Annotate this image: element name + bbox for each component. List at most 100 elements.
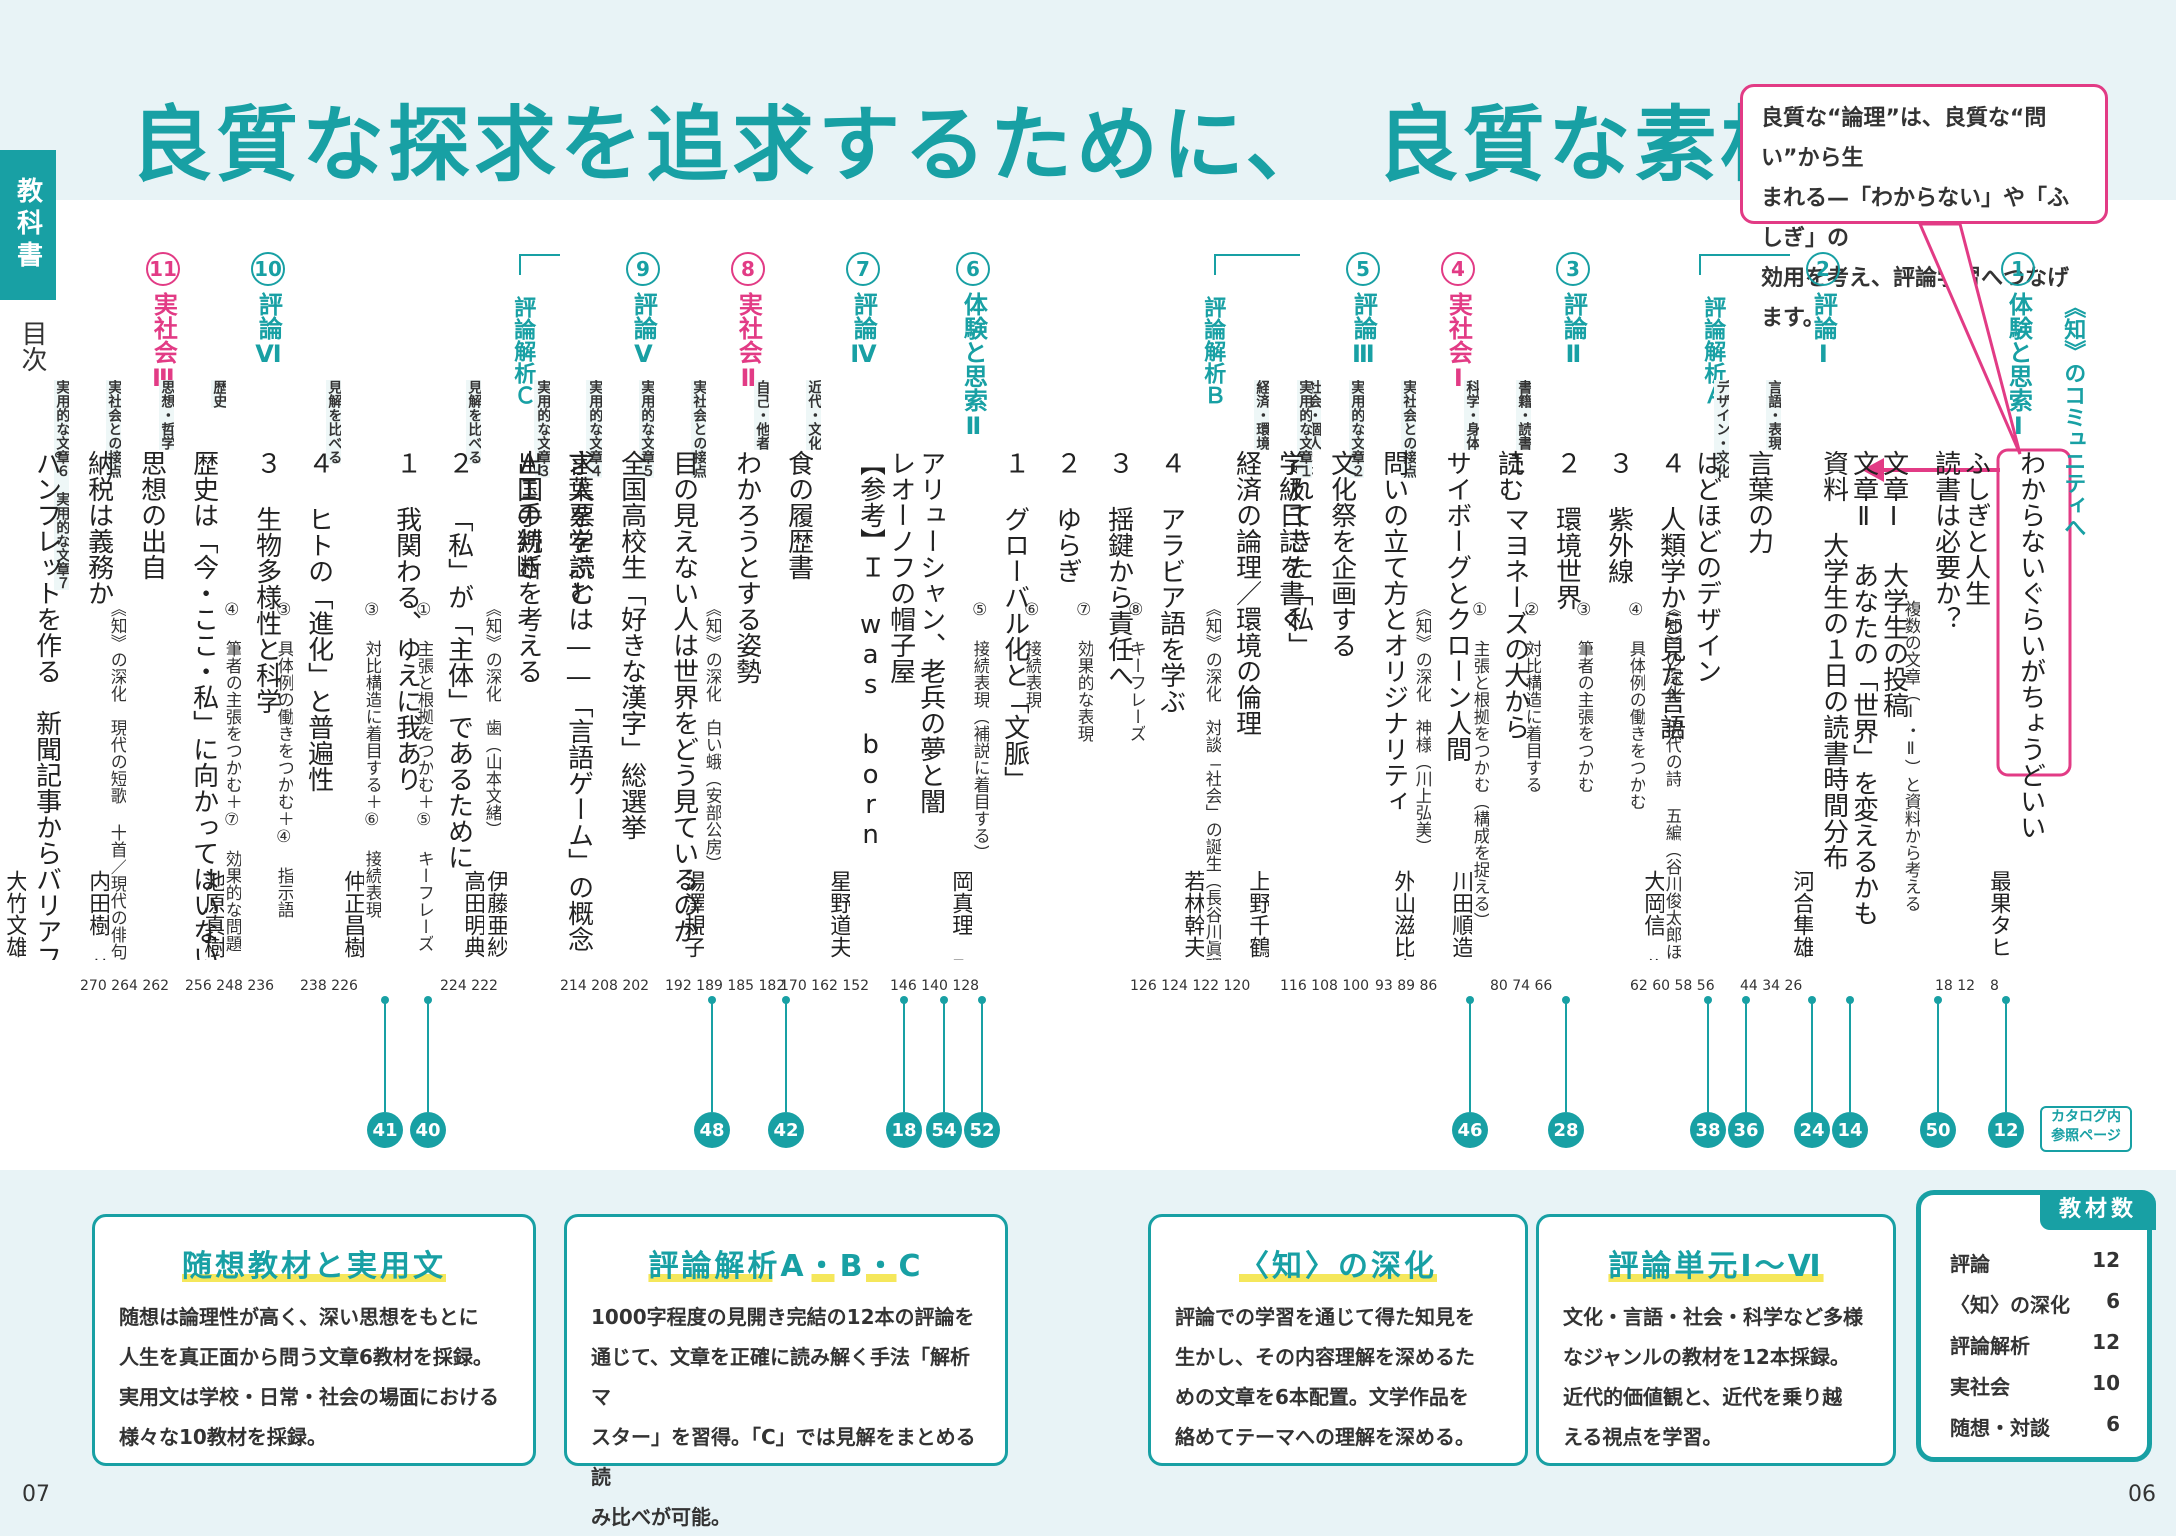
lesson-title[interactable]: 問いの立て方とオリジナリティ	[1379, 450, 1408, 814]
catalog-ref-line: カタログ内	[2051, 1109, 2121, 1125]
lesson-title[interactable]: アリューシャン、老兵の夢と闇	[916, 450, 945, 814]
section-title[interactable]: 《知》のコミュニティへ	[2060, 296, 2086, 538]
lesson-title[interactable]: 出国手続きを考える	[513, 450, 542, 684]
lesson-title[interactable]: 読書は必要か？	[1931, 450, 1960, 632]
catalog-page-badge[interactable]: 48	[694, 1112, 730, 1148]
catalog-page-badge[interactable]: 52	[964, 1112, 1000, 1148]
lesson-title[interactable]: ４ 人類学から見た言語	[1656, 450, 1685, 740]
lesson-title[interactable]: ２ ゆらぎ	[1052, 450, 1081, 584]
callout-arrowhead	[1862, 458, 1884, 482]
lesson-title[interactable]: 遅れてきた「私」	[1284, 450, 1313, 658]
catalog-anchor-dot	[1846, 996, 1854, 1004]
unit-title[interactable]: 評論Ⅱ	[1559, 292, 1588, 368]
unit-title[interactable]: 実社会Ⅲ	[149, 292, 178, 392]
count-value: 12	[2092, 1330, 2120, 1354]
section-title[interactable]: 評論解析Ｂ	[1200, 296, 1226, 406]
page-numbers: 93 89 86	[1375, 978, 1438, 994]
catalog-anchor-dot	[1808, 996, 1816, 1004]
unit-title[interactable]: 体験と思索Ⅰ	[2004, 292, 2033, 440]
lesson-title[interactable]: 読む	[1494, 450, 1523, 502]
tag-label: 実用的な文章２	[1349, 380, 1365, 478]
lesson-title[interactable]: はどほどのデザイン	[1692, 450, 1721, 684]
catalog-page-badge[interactable]: 28	[1548, 1112, 1584, 1148]
lesson-title[interactable]: 目の見えない人は世界をどう見ているのか	[669, 450, 698, 944]
unit-title[interactable]: 評論Ⅲ	[1349, 292, 1378, 368]
unit-number: 6	[956, 252, 990, 286]
catalog-page-badge[interactable]: 41	[367, 1112, 403, 1148]
page-numbers: 238 226	[300, 978, 358, 994]
unit-title[interactable]: 体験と思索Ⅱ	[959, 292, 988, 440]
catalog-page-badge[interactable]: 14	[1832, 1112, 1868, 1148]
catalog-anchor-dot	[978, 996, 986, 1004]
lesson-title[interactable]: 言葉の力	[1744, 450, 1773, 554]
lesson-title[interactable]: 思想の出自	[137, 450, 166, 580]
lesson-title[interactable]: ふしぎと人生	[1961, 450, 1990, 606]
unit-title[interactable]: 評論Ⅳ	[849, 292, 878, 368]
lesson-title[interactable]: 全国高校生「好きな漢字」総選挙	[617, 450, 646, 840]
catalog-page-badge[interactable]: 24	[1794, 1112, 1830, 1148]
catalog-page-badge[interactable]: 36	[1728, 1112, 1764, 1148]
lesson-title[interactable]: 文章Ⅰ 大学生の投稿	[1879, 450, 1908, 718]
lesson-title[interactable]: １ 我関わる、ゆえに我あり	[392, 450, 421, 792]
unit-title[interactable]: 評論Ⅴ	[629, 292, 658, 368]
catalog-page-badge[interactable]: 12	[1988, 1112, 2024, 1148]
lesson-title[interactable]: １ マヨネーズの大から	[1500, 450, 1529, 740]
unit-title[interactable]: 実社会Ⅰ	[1444, 292, 1473, 392]
section-title[interactable]: 評論解析Ｃ	[510, 296, 536, 406]
page-numbers: 224 222	[440, 978, 498, 994]
tag-label: 近代・文化	[806, 380, 822, 450]
author-names: 川田順造 中村桂子 大井玄 原研哉	[1448, 870, 1472, 960]
lesson-title[interactable]: 学級日誌を書く	[1275, 450, 1304, 632]
lesson-title[interactable]: ４ ヒトの「進化」と普遍性	[304, 450, 333, 792]
unit-title[interactable]: 評論Ⅵ	[254, 292, 283, 368]
lesson-note: ④ 筆者の主張をつかむ＋⑦ 効果的な問題	[222, 600, 241, 952]
lesson-title[interactable]: 経済の論理／環境の倫理	[1232, 450, 1261, 736]
lesson-title[interactable]: 食の履歴書	[784, 450, 813, 580]
lesson-title[interactable]: ３ 紫外線	[1604, 450, 1633, 584]
feature-text: 近代的価値観と、近代を乗り越	[1563, 1385, 1843, 1409]
lesson-title[interactable]: 文章Ⅱ あなたの「世界」を変えるかも	[1849, 450, 1878, 926]
lesson-title[interactable]: １ グローバル化と「文脈」	[1000, 450, 1029, 792]
lesson-title[interactable]: サイボーグとクローン人間	[1442, 450, 1471, 762]
lesson-title[interactable]: 納税は義務か	[84, 450, 113, 606]
lesson-title[interactable]: ４ アラビア語を学ぶ	[1156, 450, 1185, 714]
lesson-title[interactable]: 歴史は「今・ここ・私」に向かってはいない	[189, 450, 218, 960]
catalog-page-badge[interactable]: 46	[1452, 1112, 1488, 1148]
count-value: 12	[2092, 1248, 2120, 1272]
catalog-anchor-dot	[708, 996, 716, 1004]
page-numbers: 80 74 66	[1490, 978, 1553, 994]
lesson-title[interactable]: ３ 生物多様性と科学	[252, 450, 281, 714]
author-names: 大岡信 佐藤卓	[1640, 870, 1665, 960]
tag-label: 歴史	[211, 380, 227, 408]
catalog-page-badge[interactable]: 42	[768, 1112, 804, 1148]
lesson-title[interactable]: わからないぐらいがちょうどいい	[2016, 450, 2045, 840]
catalog-page-badge[interactable]: 38	[1690, 1112, 1726, 1148]
feature-box-essay: 随想教材と実用文 随想は論理性が高く、深い思想をもとに 人生を真正面から問う文章…	[92, 1214, 536, 1466]
author-names: 上野千鶴子	[1245, 870, 1270, 960]
lesson-title[interactable]: ３ 揺鍵から責任へ	[1104, 450, 1133, 688]
lesson-title[interactable]: ２ 環境世界	[1552, 450, 1581, 610]
unit-title[interactable]: 実社会Ⅱ	[734, 292, 763, 392]
catalog-page-badge[interactable]: 40	[410, 1112, 446, 1148]
catalog-page-badge[interactable]: 54	[926, 1112, 962, 1148]
count-value: 6	[2106, 1412, 2120, 1436]
unit-number: 7	[846, 252, 880, 286]
lesson-title[interactable]: 求人票を読む	[565, 450, 594, 606]
unit-title[interactable]: 評論Ⅰ	[1809, 292, 1838, 368]
lesson-title[interactable]: 資料 大学生の１日の読書時間分布	[1819, 450, 1848, 870]
author-names: 最果タヒ	[1986, 870, 2011, 958]
section-bracket	[1699, 254, 1790, 275]
lesson-title[interactable]: 言葉を学ぶとは——「言語ゲーム」の概念	[564, 450, 593, 952]
lesson-title[interactable]: レオーノフの帽子屋	[886, 450, 915, 684]
lesson-title[interactable]: 【参考】Ｉ was born	[856, 450, 885, 850]
tag-label: デザイン・文化	[1714, 380, 1730, 478]
lesson-title[interactable]: わかろうとする姿勢	[732, 450, 761, 684]
catalog-page-badge[interactable]: 50	[1920, 1112, 1956, 1148]
side-tab[interactable]: 教科書	[0, 150, 56, 300]
lesson-title[interactable]: ２ 「私」が「主体」であるために	[444, 450, 473, 870]
catalog-anchor-dot	[900, 996, 908, 1004]
catalog-page-badge[interactable]: 18	[886, 1112, 922, 1148]
lesson-title[interactable]: 文化祭を企画する	[1327, 450, 1356, 658]
unit-number: 10	[251, 252, 285, 286]
lesson-title[interactable]: パンフレットを作る 新聞記事からバリアフリーを考える	[32, 450, 61, 960]
